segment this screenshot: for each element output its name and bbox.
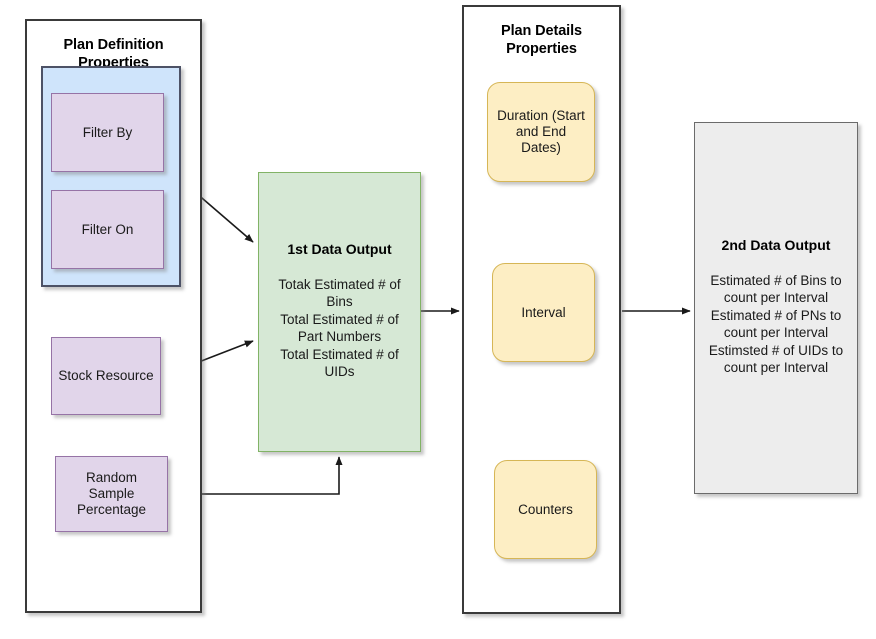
- node-interval[interactable]: Interval: [492, 263, 595, 362]
- second-output-line-4: count per Interval: [723, 325, 829, 341]
- second-output-line-2: count per Interval: [723, 290, 829, 306]
- node-random-sample-percentage[interactable]: Random Sample Percentage: [55, 456, 168, 532]
- second-output-line-1: Estimated # of Bins to: [710, 272, 842, 288]
- node-random-sample-label-line2: Sample: [88, 486, 135, 502]
- group-plan-details-title-line1: Plan Details: [501, 23, 582, 39]
- node-first-data-output-body: Totak Estimated # of Bins Total Estimate…: [265, 276, 413, 381]
- node-stock-resource[interactable]: Stock Resource: [51, 337, 161, 415]
- node-second-data-output-title: 2nd Data Output: [721, 237, 831, 253]
- node-stock-resource-label: Stock Resource: [58, 368, 154, 384]
- node-second-data-output[interactable]: 2nd Data Output Estimated # of Bins to c…: [694, 122, 858, 494]
- node-filter-by-label: Filter By: [82, 124, 133, 140]
- node-first-data-output-title: 1st Data Output: [287, 241, 392, 257]
- node-counters[interactable]: Counters: [494, 460, 597, 559]
- first-output-line-3: Total Estimated # of: [280, 311, 399, 327]
- node-counters-label: Counters: [518, 501, 573, 517]
- second-output-line-6: count per Interval: [723, 360, 829, 376]
- first-output-line-4: Part Numbers: [297, 329, 382, 345]
- node-second-data-output-body: Estimated # of Bins to count per Interva…: [701, 272, 850, 377]
- node-random-sample-label-line3: Percentage: [76, 501, 147, 517]
- first-output-line-1: Totak Estimated # of: [278, 276, 401, 292]
- second-output-line-5: Estimsted # of UIDs to: [708, 342, 844, 358]
- node-duration-label-line3: Dates): [521, 139, 561, 155]
- node-random-sample-label-line1: Random: [85, 470, 138, 486]
- node-duration-label-line2: and End: [515, 124, 567, 140]
- node-interval-label: Interval: [521, 304, 566, 320]
- node-filter-by[interactable]: Filter By: [51, 93, 164, 172]
- group-plan-details-title: Plan Details Properties: [472, 23, 612, 58]
- node-first-data-output[interactable]: 1st Data Output Totak Estimated # of Bin…: [258, 172, 421, 452]
- first-output-line-2: Bins: [326, 294, 353, 310]
- first-output-line-6: UIDs: [324, 364, 355, 380]
- node-filter-on[interactable]: Filter On: [51, 190, 164, 269]
- node-duration-label-line1: Duration (Start: [497, 108, 585, 124]
- group-plan-details-title-line2: Properties: [506, 40, 577, 57]
- group-plan-definition-title-line1: Plan Definition: [63, 37, 164, 53]
- second-output-line-3: Estimated # of PNs to: [710, 307, 842, 323]
- first-output-line-5: Total Estimated # of: [280, 346, 399, 362]
- node-filter-on-label: Filter On: [81, 221, 134, 237]
- node-duration[interactable]: Duration (Start and End Dates): [487, 82, 595, 182]
